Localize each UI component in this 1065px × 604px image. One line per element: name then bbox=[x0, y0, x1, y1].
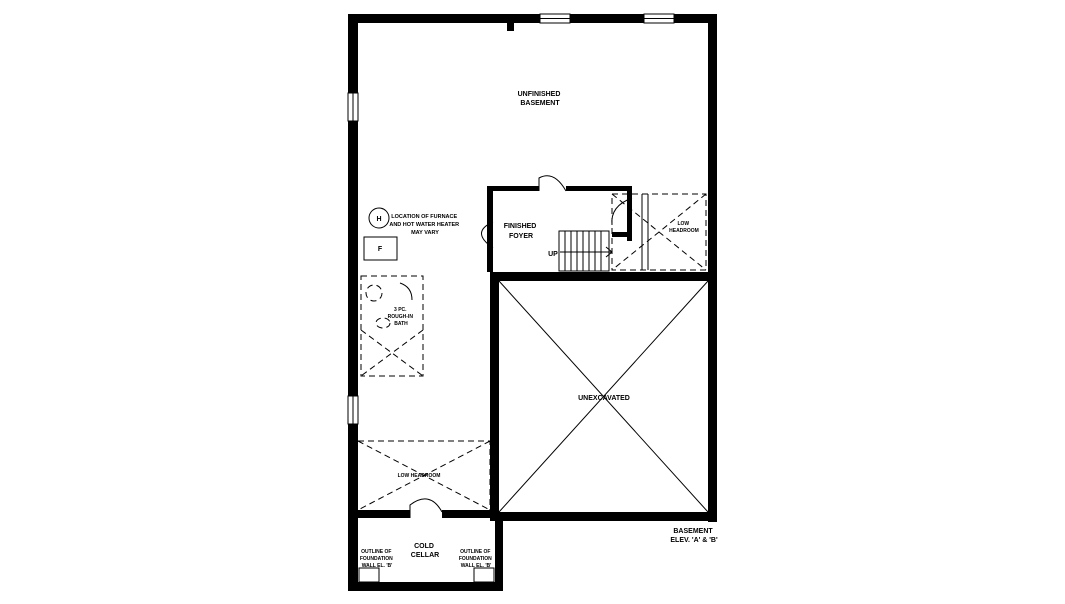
unexcavated-label: UNEXCAVATED bbox=[578, 395, 630, 402]
structural-post bbox=[507, 23, 514, 31]
foundation-left-label: OUTLINE OF FOUNDATION WALL EL. 'B' bbox=[360, 549, 394, 569]
low-headroom-right-label: LOW HEADROOM bbox=[669, 221, 699, 234]
furnace-note: LOCATION OF FURNACE AND HOT WATER HEATER… bbox=[389, 214, 460, 236]
furnace-icon bbox=[368, 207, 390, 229]
water-heater-icon bbox=[363, 236, 398, 261]
furnace-symbol: H bbox=[376, 216, 381, 223]
windows bbox=[347, 13, 675, 425]
stair-up-label: UP bbox=[548, 251, 558, 258]
exterior-walls bbox=[348, 14, 717, 591]
finished-foyer-label: FINISHED FOYER bbox=[504, 223, 539, 240]
low-headroom-right bbox=[611, 193, 707, 271]
rough-in-bath-label: 3 PC. ROUGH-IN BATH bbox=[388, 307, 415, 327]
low-headroom-left-label: LOW HEADROOM bbox=[398, 473, 441, 479]
rough-in-bath bbox=[360, 275, 424, 377]
heater-symbol: F bbox=[378, 246, 383, 253]
foundation-right-label: OUTLINE OF FOUNDATION WALL EL. 'B' bbox=[459, 549, 493, 569]
low-headroom-left bbox=[357, 440, 491, 511]
cold-cellar-label: COLD CELLAR bbox=[411, 543, 439, 559]
mechanical bbox=[363, 207, 398, 261]
unfinished-basement-label: UNFINISHED BASEMENT bbox=[518, 91, 563, 107]
plan-title: BASEMENT ELEV. 'A' & 'B' bbox=[670, 528, 718, 544]
unexcavated-area bbox=[490, 272, 717, 521]
cold-cellar bbox=[358, 498, 495, 583]
stairs bbox=[558, 230, 613, 272]
